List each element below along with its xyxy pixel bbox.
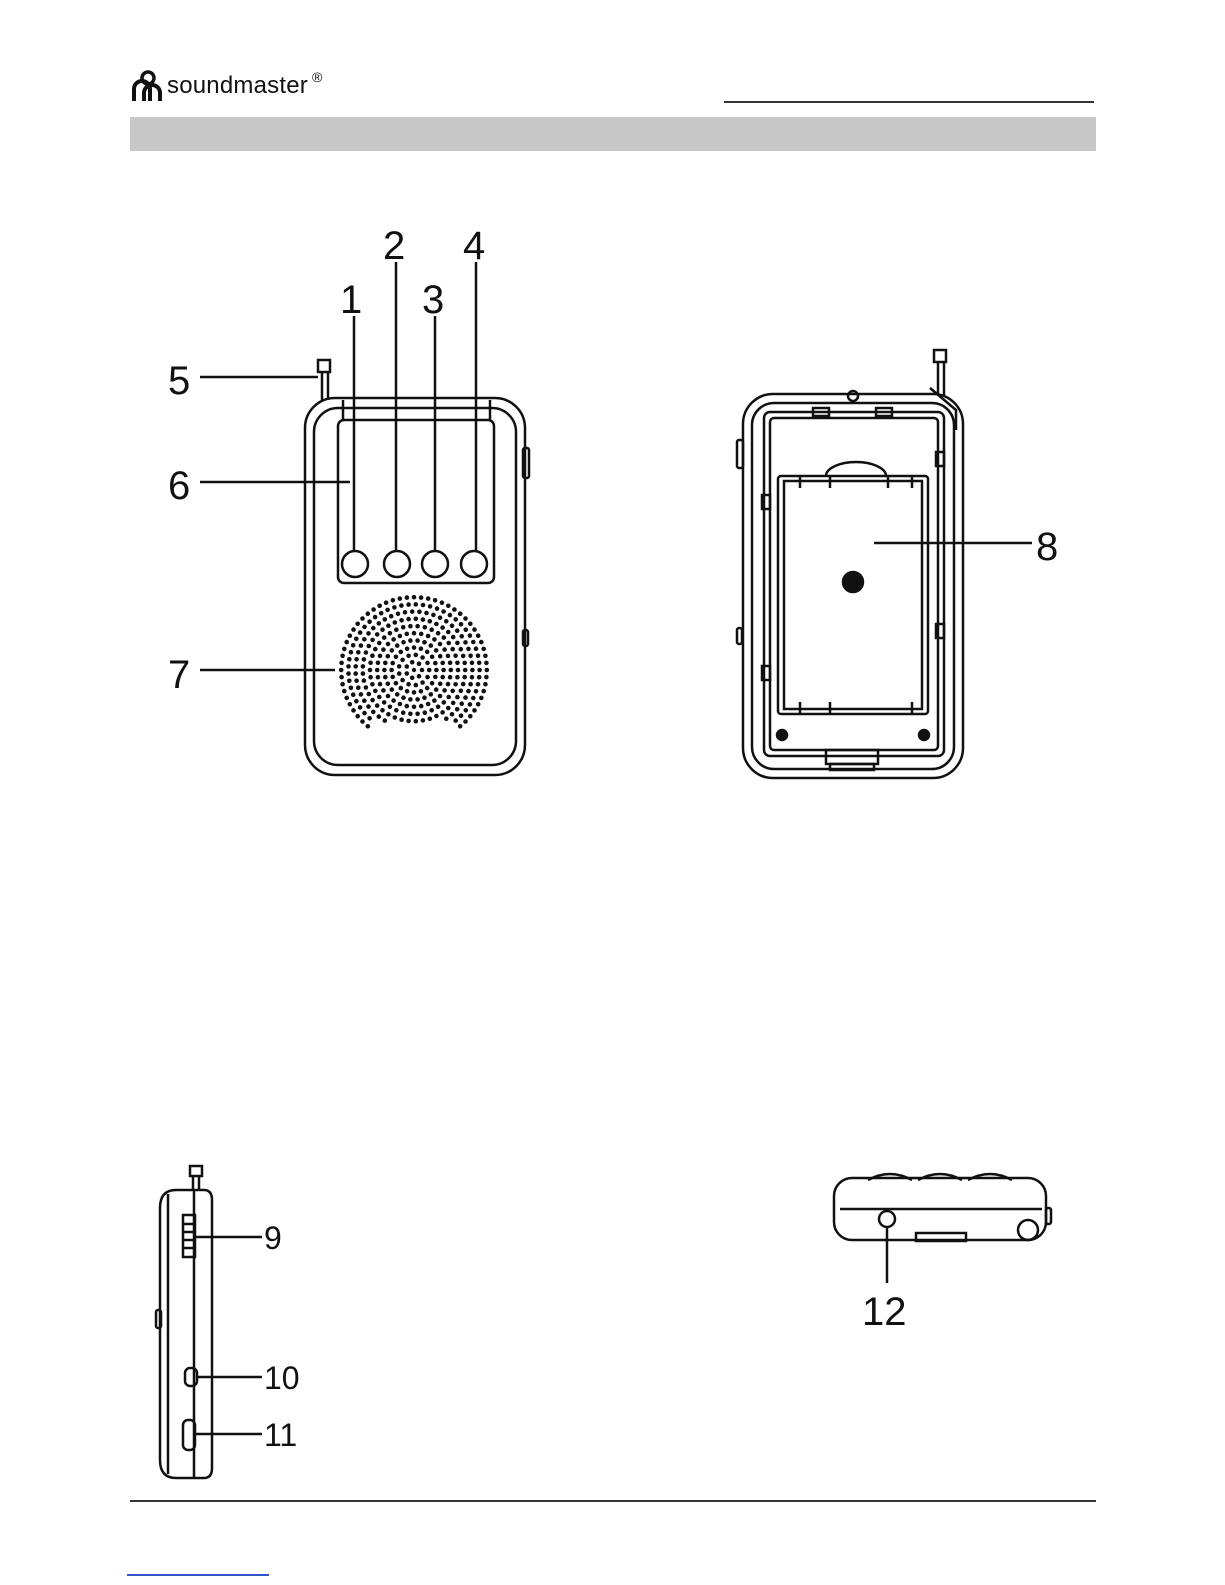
side-view (156, 1166, 262, 1478)
front-button-2 (384, 551, 410, 577)
callout-1: 1 (340, 278, 362, 322)
callout-6: 6 (168, 464, 190, 508)
callout-11: 11 (264, 1417, 297, 1453)
bottom-view (834, 1174, 1051, 1283)
footer-rule (130, 1500, 1096, 1502)
front-button-3 (422, 551, 448, 577)
callout-8: 8 (1036, 525, 1058, 569)
back-view (737, 350, 1032, 778)
front-button-4 (461, 551, 487, 577)
callout-5: 5 (168, 359, 190, 403)
callout-4: 4 (463, 224, 485, 268)
callout-2: 2 (383, 224, 405, 268)
callout-12: 12 (862, 1290, 907, 1334)
speaker-grille (339, 595, 489, 729)
footer-link-underline (127, 1574, 269, 1576)
callout-7: 7 (168, 653, 190, 697)
callout-9: 9 (264, 1220, 282, 1256)
callout-3: 3 (422, 278, 444, 322)
front-button-1 (342, 551, 368, 577)
callout-10: 10 (264, 1360, 300, 1396)
